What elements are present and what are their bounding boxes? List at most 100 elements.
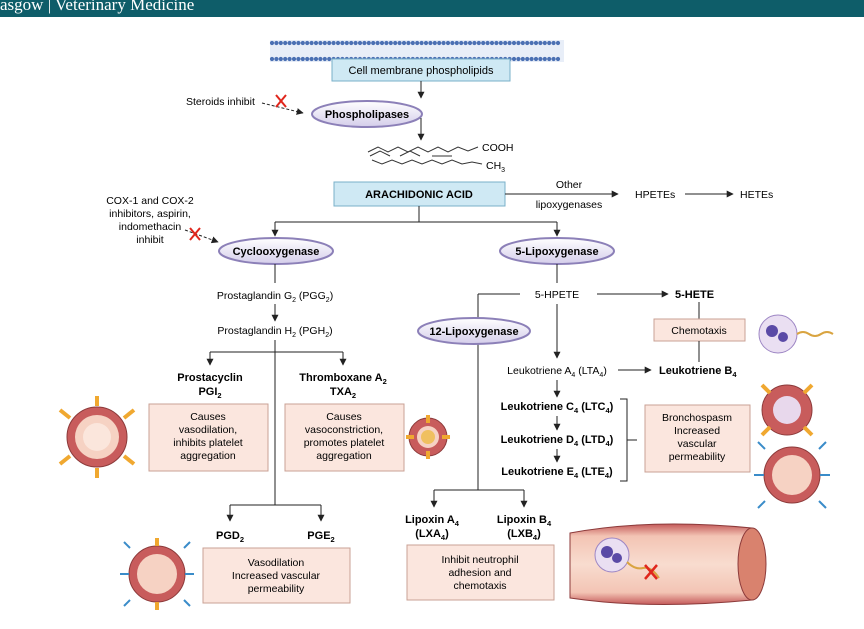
phospholipid-head	[507, 40, 512, 46]
phospholipid-head	[393, 40, 398, 46]
lte4-label: Leukotriene E4 (LTE4)	[501, 466, 613, 480]
phospholipid-head	[357, 40, 363, 46]
phospholipid-head	[335, 40, 341, 46]
pgd2-pge2-effect-text: Vasodilation Increased vascular permeabi…	[232, 557, 321, 595]
phospholipid-head	[538, 56, 543, 62]
phospholipid-head	[547, 56, 552, 62]
phospholipid-head	[296, 40, 301, 46]
thromboxane-effect-box	[284, 403, 405, 472]
phospholipid-head	[331, 40, 336, 46]
phospholipid-head	[269, 40, 275, 46]
phospholipid-head	[555, 56, 561, 62]
phospholipid-head	[516, 40, 521, 46]
phospholipid-head	[322, 40, 327, 46]
lipoxygenases-label: lipoxygenases	[536, 199, 603, 211]
phospholipid-head	[322, 56, 327, 62]
inhibit-x-icon	[275, 94, 287, 108]
phospholipid-head	[305, 56, 310, 62]
svg-text:inhibits platelet: inhibits platelet	[173, 437, 243, 449]
phospholipid-head	[327, 40, 332, 46]
phospholipid-head	[318, 56, 323, 62]
phospholipid-head	[525, 40, 530, 46]
12-lipoxygenase-enzyme	[417, 317, 531, 345]
phospholipid-head	[375, 40, 380, 46]
phospholipid-head	[406, 40, 411, 46]
phospholipid-head	[489, 40, 495, 46]
hpetes-label: HPETEs	[635, 189, 675, 201]
phospholipid-head	[437, 40, 442, 46]
svg-text:aggregation: aggregation	[316, 450, 372, 462]
pgd2-pge2-effect-box	[202, 547, 351, 604]
lta4-label: Leukotriene A4 (LTA4)	[507, 365, 607, 379]
bronchospasm-box	[644, 404, 751, 473]
phospholipid-head	[459, 40, 464, 46]
chemotaxis-label: Chemotaxis	[671, 325, 726, 337]
prostacyclin-effect-box	[148, 403, 269, 472]
phospholipid-head	[441, 40, 446, 46]
ltc4-label: Leukotriene C4 (LTC4)	[501, 401, 614, 415]
svg-text:permeability: permeability	[248, 583, 305, 595]
phospholipid-head	[291, 40, 297, 46]
phospholipid-head	[498, 40, 503, 46]
thromboxane-effect-text: Causes vasoconstriction, promotes platel…	[304, 411, 385, 462]
steroids-inhibit-arrow	[261, 102, 304, 115]
cox-inhibitors-line2: inhibitors, aspirin,	[109, 208, 191, 220]
svg-text:permeability: permeability	[669, 451, 726, 463]
aa-branch-lines	[275, 206, 557, 223]
lipoxin-effect-text: Inhibit neutrophil adhesion and chemotax…	[441, 554, 518, 592]
phospholipid-head	[300, 56, 305, 62]
phospholipid-head	[542, 56, 547, 62]
cox-inhibit-arrow	[184, 229, 219, 244]
svg-text:vasoconstriction,: vasoconstriction,	[305, 424, 383, 436]
phospholipid-head	[401, 40, 407, 46]
phospholipid-head	[516, 56, 521, 62]
lxa4-abbrev: (LXA4)	[415, 528, 449, 542]
phospholipid-head	[551, 40, 556, 46]
phospholipid-head	[388, 40, 393, 46]
phospholipid-head	[415, 40, 420, 46]
pge2-label: PGE2	[307, 530, 334, 544]
phospholipid-head	[397, 40, 402, 46]
phospholipid-head	[547, 40, 552, 46]
5-hete-label: 5-HETE	[675, 289, 714, 301]
lxb4-label: Lipoxin B4	[497, 514, 552, 528]
pgd2-label: PGD2	[216, 530, 244, 544]
phospholipid-head	[450, 40, 455, 46]
phospholipid-head	[551, 56, 556, 62]
phospholipid-head	[300, 40, 305, 46]
phospholipid-head	[379, 40, 385, 46]
phospholipid-head	[344, 40, 349, 46]
cox-inhibitors-line4: inhibit	[136, 234, 164, 246]
arachidonic-acid-box	[333, 181, 506, 207]
ltd4-label: Leukotriene D4 (LTD4)	[501, 434, 614, 448]
phospholipid-head	[291, 56, 297, 62]
phospholipid-head	[362, 40, 367, 46]
phospholipid-head	[371, 40, 376, 46]
phospholipid-head	[481, 40, 486, 46]
phospholipid-head	[467, 40, 473, 46]
lipoxin-effect-box	[406, 544, 555, 601]
cox-inhibit-x-icon	[189, 227, 201, 241]
vessel-dilated-illustration	[58, 396, 136, 478]
phospholipid-head	[309, 56, 314, 62]
svg-text:vasodilation,: vasodilation,	[179, 424, 237, 436]
cyclooxygenase-label: Cyclooxygenase	[233, 246, 320, 258]
svg-text:chemotaxis: chemotaxis	[453, 580, 506, 592]
phospholipid-head	[327, 56, 332, 62]
prostacyclin-label: Prostacyclin	[177, 372, 243, 384]
phospholipid-head	[278, 56, 283, 62]
pgh2-label: Prostaglandin H2 (PGH2)	[217, 325, 332, 339]
other-label: Other	[556, 179, 583, 191]
thromboxane-label: Thromboxane A2	[299, 372, 387, 386]
prostacyclin-effect-text: Causes vasodilation, inhibits platelet a…	[173, 411, 243, 462]
membrane-label: Cell membrane phospholipids	[349, 65, 494, 77]
phospholipid-head	[503, 40, 508, 46]
svg-text:aggregation: aggregation	[180, 450, 236, 462]
phospholipid-head	[384, 40, 389, 46]
phospholipid-head	[432, 40, 437, 46]
pgi2-label: PGI2	[198, 386, 221, 400]
phospholipid-head	[555, 40, 561, 46]
vessel-permeable-illustration	[120, 538, 194, 610]
header-bar: asgow | Veterinary Medicine	[0, 0, 864, 17]
phospholipid-head	[485, 40, 490, 46]
